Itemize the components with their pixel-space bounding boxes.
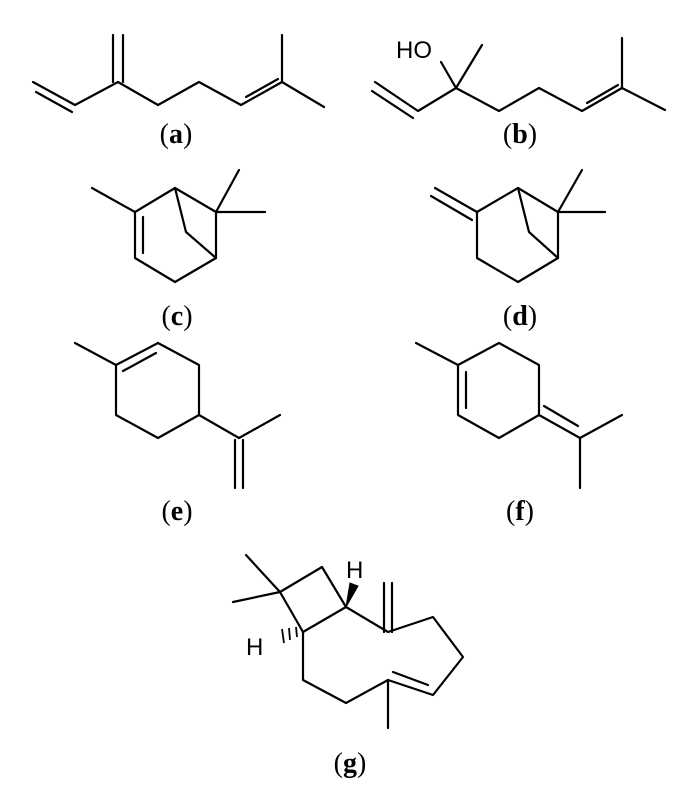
hydrogen-label-top: H [346,557,363,584]
structure-g: H H (g) [231,553,465,779]
hydrogen-label-left: H [246,634,263,661]
label-c: (c) [161,301,192,332]
structure-b: HO (b) [370,36,667,150]
structure-e: (e) [73,341,282,527]
structure-f: (f) [414,341,624,527]
structure-a: (a) [31,33,326,150]
label-d: (d) [503,301,537,332]
label-a: (a) [160,119,193,150]
label-g: (g) [334,748,367,779]
wedge-bond [345,582,359,608]
label-e: (e) [161,496,192,527]
hashed-bond [281,626,298,644]
structure-c: (c) [90,168,267,332]
structure-d: (d) [429,168,607,332]
label-b: (b) [503,119,537,150]
hydroxyl-label: HO [396,37,432,64]
label-f: (f) [506,496,534,527]
